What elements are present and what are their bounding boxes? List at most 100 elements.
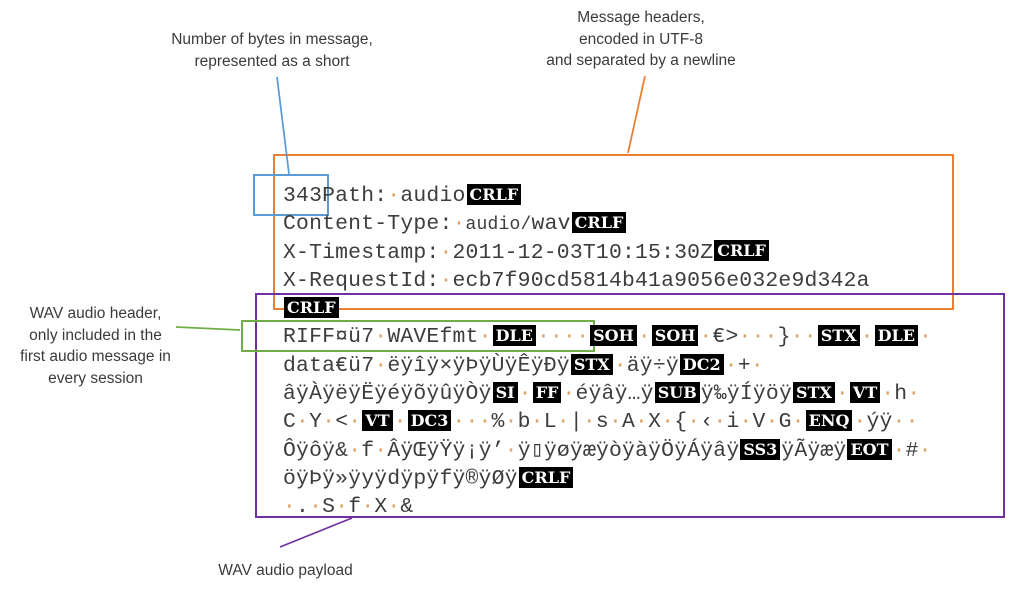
message-text-segment: Ôÿôÿ& bbox=[283, 438, 349, 463]
space-dots: · bbox=[635, 410, 649, 435]
message-text-segment: ‹ bbox=[700, 410, 714, 435]
space-dots: · bbox=[309, 495, 323, 520]
wav-payload-highlight-box bbox=[255, 293, 1005, 518]
space-dots: · bbox=[713, 410, 727, 435]
message-line: RIFF¤ü7·WAVEfmt·DLE····SOH·SOH·€>···}··S… bbox=[283, 323, 932, 351]
control-char-si: SI bbox=[492, 381, 518, 403]
label-line: every session bbox=[48, 369, 143, 387]
space-dots: · bbox=[835, 382, 849, 407]
space-dots: ··· bbox=[738, 325, 778, 350]
space-dots: · bbox=[504, 438, 518, 463]
payload-connector-line bbox=[279, 517, 353, 548]
space-dots: · bbox=[562, 382, 576, 407]
control-char-dc2: DC2 bbox=[679, 353, 724, 375]
message-text-segment: + bbox=[737, 353, 751, 378]
space-dots: · bbox=[661, 410, 675, 435]
message-text-segment: % bbox=[491, 410, 505, 435]
space-dots: · bbox=[892, 438, 906, 463]
byte-count-highlight-box bbox=[253, 174, 329, 216]
control-char-ff: FF bbox=[532, 381, 562, 403]
control-char-crlf: CRLF bbox=[466, 183, 522, 205]
control-char-crlf: CRLF bbox=[714, 240, 769, 262]
label-line: only included in the bbox=[29, 326, 162, 344]
space-dots: · bbox=[387, 184, 401, 208]
label-line: represented as a short bbox=[194, 52, 350, 70]
control-char-dc3: DC3 bbox=[407, 410, 452, 432]
message-text-segment: | bbox=[569, 410, 583, 435]
control-char-vt: VT bbox=[849, 381, 881, 403]
control-char-crlf: CRLF bbox=[571, 212, 627, 234]
message-headers-highlight-box bbox=[273, 154, 954, 310]
space-dots: · bbox=[504, 410, 518, 435]
message-text-segment: ÿÃÿæÿ bbox=[781, 438, 847, 463]
message-text-segment: X-Timestamp: bbox=[283, 240, 440, 265]
space-dots: · bbox=[452, 212, 466, 237]
message-text-segment: f bbox=[348, 495, 362, 520]
message-text-segment: # bbox=[905, 438, 919, 463]
message-text-segment: X bbox=[374, 495, 388, 520]
space-dots: · bbox=[518, 382, 532, 407]
message-text-segment: s bbox=[595, 410, 609, 435]
message-text-segment: 2011-12-03T10:15:30Z bbox=[452, 240, 714, 265]
message-line: ·.·S·f·X·& bbox=[283, 493, 932, 521]
control-char-crlf: CRLF bbox=[284, 297, 339, 319]
space-dots: · bbox=[374, 353, 388, 378]
control-char-dle: DLE bbox=[492, 325, 536, 347]
space-dots: · bbox=[335, 495, 349, 520]
space-dots: ·· bbox=[790, 325, 817, 350]
message-text-segment: X bbox=[648, 410, 662, 435]
message-text-segment: öÿÞÿ»ÿyÿdÿpÿfÿ®ÿØÿ bbox=[283, 466, 518, 491]
label-line: WAV audio header, bbox=[29, 305, 162, 322]
space-dots: · bbox=[530, 410, 544, 435]
space-dots: ·· bbox=[892, 410, 919, 435]
message-text-segment: RIFF¤ü7 bbox=[283, 325, 375, 350]
message-line: C·Y·<·VT·DC3···%·b·L·|·s·A·X·{·‹·i·V·G·E… bbox=[283, 408, 932, 436]
message-text-segment: . bbox=[296, 495, 310, 520]
message-text-segment: audio bbox=[400, 184, 466, 208]
message-text-segment: ÿ‰ÿÍÿöÿ bbox=[700, 382, 792, 407]
space-dots: · bbox=[556, 410, 570, 435]
control-char-vt: VT bbox=[362, 410, 393, 432]
control-char-ss3: SS3 bbox=[740, 438, 781, 460]
space-dots: ··· bbox=[452, 410, 492, 435]
space-dots: · bbox=[374, 438, 388, 463]
message-text-segment: h bbox=[894, 382, 908, 407]
space-dots: · bbox=[860, 325, 874, 350]
label-line: Message headers, bbox=[577, 9, 705, 26]
wav-header-label: WAV audio header, only included in the fir… bbox=[3, 303, 188, 389]
message-text-segment: audio/ bbox=[465, 215, 532, 236]
message-text-segment: 343Path: bbox=[283, 184, 388, 208]
message-text-segment: & bbox=[400, 495, 414, 520]
message-text-segment: ýÿ bbox=[866, 410, 893, 435]
message-text-segment: äÿ÷ÿ bbox=[626, 353, 679, 378]
label-line: and separated by a newline bbox=[546, 52, 736, 69]
space-dots: · bbox=[582, 410, 596, 435]
message-text-segment: data€ü7 bbox=[283, 353, 375, 378]
message-text-segment: i bbox=[726, 410, 740, 435]
message-text-segment: ÂÿŒÿŸÿ¡ÿ’ bbox=[387, 438, 505, 463]
control-char-soh: SOH bbox=[651, 325, 699, 347]
message-text-segment: b bbox=[517, 410, 531, 435]
message-text-segment: L bbox=[543, 410, 557, 435]
space-dots: · bbox=[322, 410, 336, 435]
space-dots: · bbox=[348, 438, 362, 463]
message-text-segment: } bbox=[777, 325, 791, 350]
message-text-segment: €> bbox=[712, 325, 739, 350]
message-text-segment: G bbox=[778, 410, 792, 435]
space-dots: · bbox=[687, 410, 701, 435]
message-text-segment: WAVEfmt bbox=[387, 325, 479, 350]
wav-payload-label: WAV audio payload bbox=[218, 562, 353, 579]
label-line: first audio message in bbox=[20, 348, 171, 365]
space-dots: ···· bbox=[536, 325, 590, 350]
byte-count-label: Number of bytes in message,represented a… bbox=[152, 29, 392, 72]
control-char-eot: EOT bbox=[847, 438, 892, 460]
space-dots: · bbox=[881, 382, 895, 407]
message-text-segment: wav bbox=[531, 212, 571, 237]
space-dots: · bbox=[296, 410, 310, 435]
